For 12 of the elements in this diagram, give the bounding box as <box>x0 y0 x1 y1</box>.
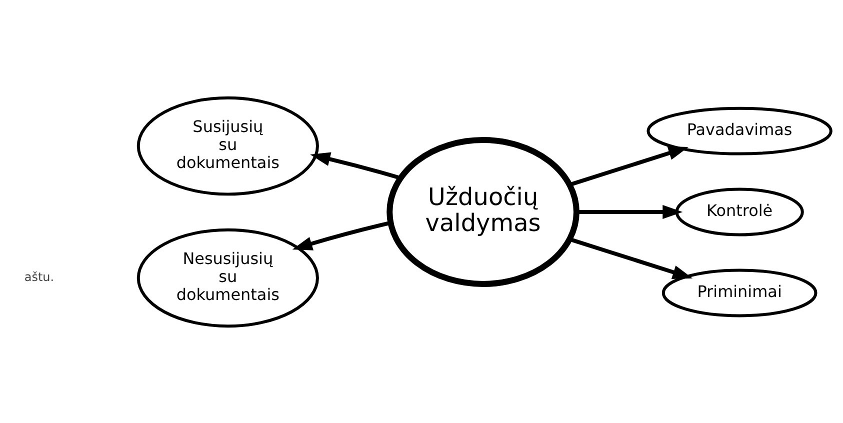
label: aštu. <box>24 270 54 284</box>
arrow <box>292 220 392 250</box>
node-ellipse: Susijusių su dokumentais <box>136 96 319 196</box>
node-ellipse: Užduočių valdymas <box>386 136 580 286</box>
node-ellipse: Pavadavimas <box>646 106 832 155</box>
arrow <box>310 152 401 180</box>
node-ellipse: Kontrolė <box>675 187 804 236</box>
arrow <box>569 236 693 278</box>
node-ellipse: Priminimai <box>662 268 818 317</box>
node-ellipse: Nesusijusių su dokumentais <box>136 228 319 328</box>
arrow <box>576 204 683 219</box>
arrow <box>569 146 688 186</box>
